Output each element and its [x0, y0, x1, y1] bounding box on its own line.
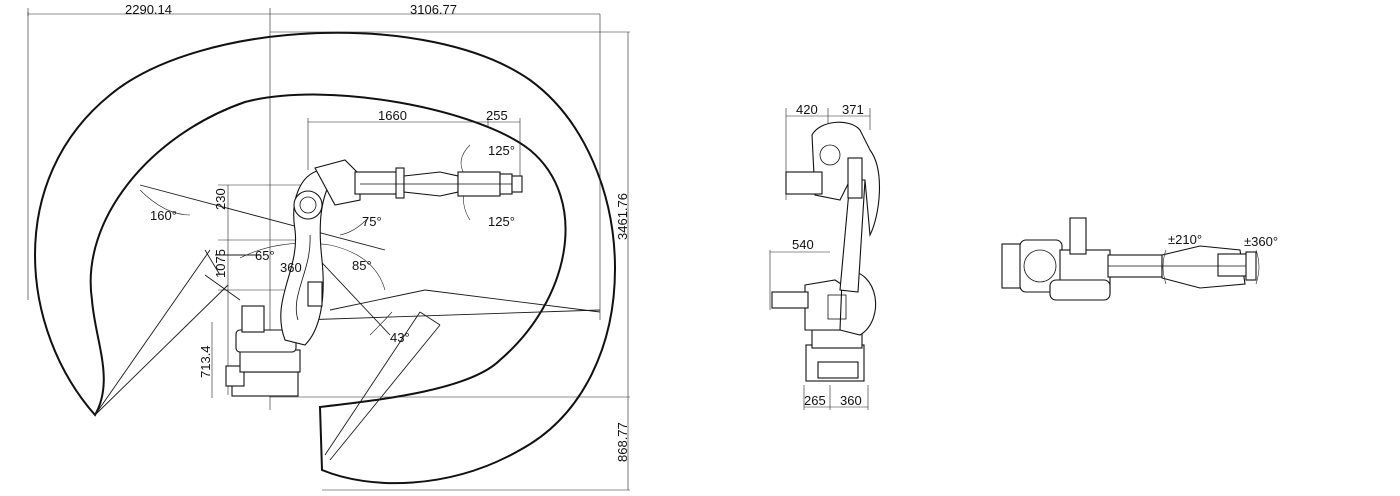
top-view: ±210° ±360° [1001, 217, 1278, 301]
angle-160: 160° [150, 208, 177, 223]
angle-wrist-up: 125° [488, 143, 515, 158]
dim-868: 868.77 [615, 422, 630, 462]
angle-75: 75° [362, 214, 382, 229]
dim-2290: 2290.14 [125, 2, 172, 17]
angle-210: ±210° [1168, 232, 1202, 247]
dim-3106: 3106.77 [410, 2, 457, 17]
angle-65: 65° [255, 248, 275, 263]
dim-371: 371 [842, 102, 864, 117]
dim-230: 230 [213, 188, 228, 210]
dim-360-front: 360 [840, 393, 862, 408]
dim-1075: 1075 [213, 249, 228, 278]
robot-side [225, 159, 523, 397]
outer-envelope [34, 31, 616, 485]
angle-85: 85° [352, 258, 372, 273]
angle-360-top: ±360° [1244, 234, 1278, 249]
dim-265: 265 [804, 393, 826, 408]
dim-420: 420 [796, 102, 818, 117]
dim-1660: 1660 [378, 108, 407, 123]
dim-360: 360 [280, 260, 302, 275]
side-view: 2290.14 3106.77 1660 255 360 230 1075 71… [27, 2, 630, 491]
front-view: 420 371 540 265 360 [769, 102, 880, 410]
angle-43: 43° [390, 330, 410, 345]
dim-255: 255 [486, 108, 508, 123]
robot-front [771, 121, 880, 382]
robot-top [1001, 217, 1257, 301]
dim-3461: 3461.76 [615, 193, 630, 240]
angle-wrist-down: 125° [488, 214, 515, 229]
dim-713: 713.4 [198, 345, 213, 378]
dim-540: 540 [792, 237, 814, 252]
